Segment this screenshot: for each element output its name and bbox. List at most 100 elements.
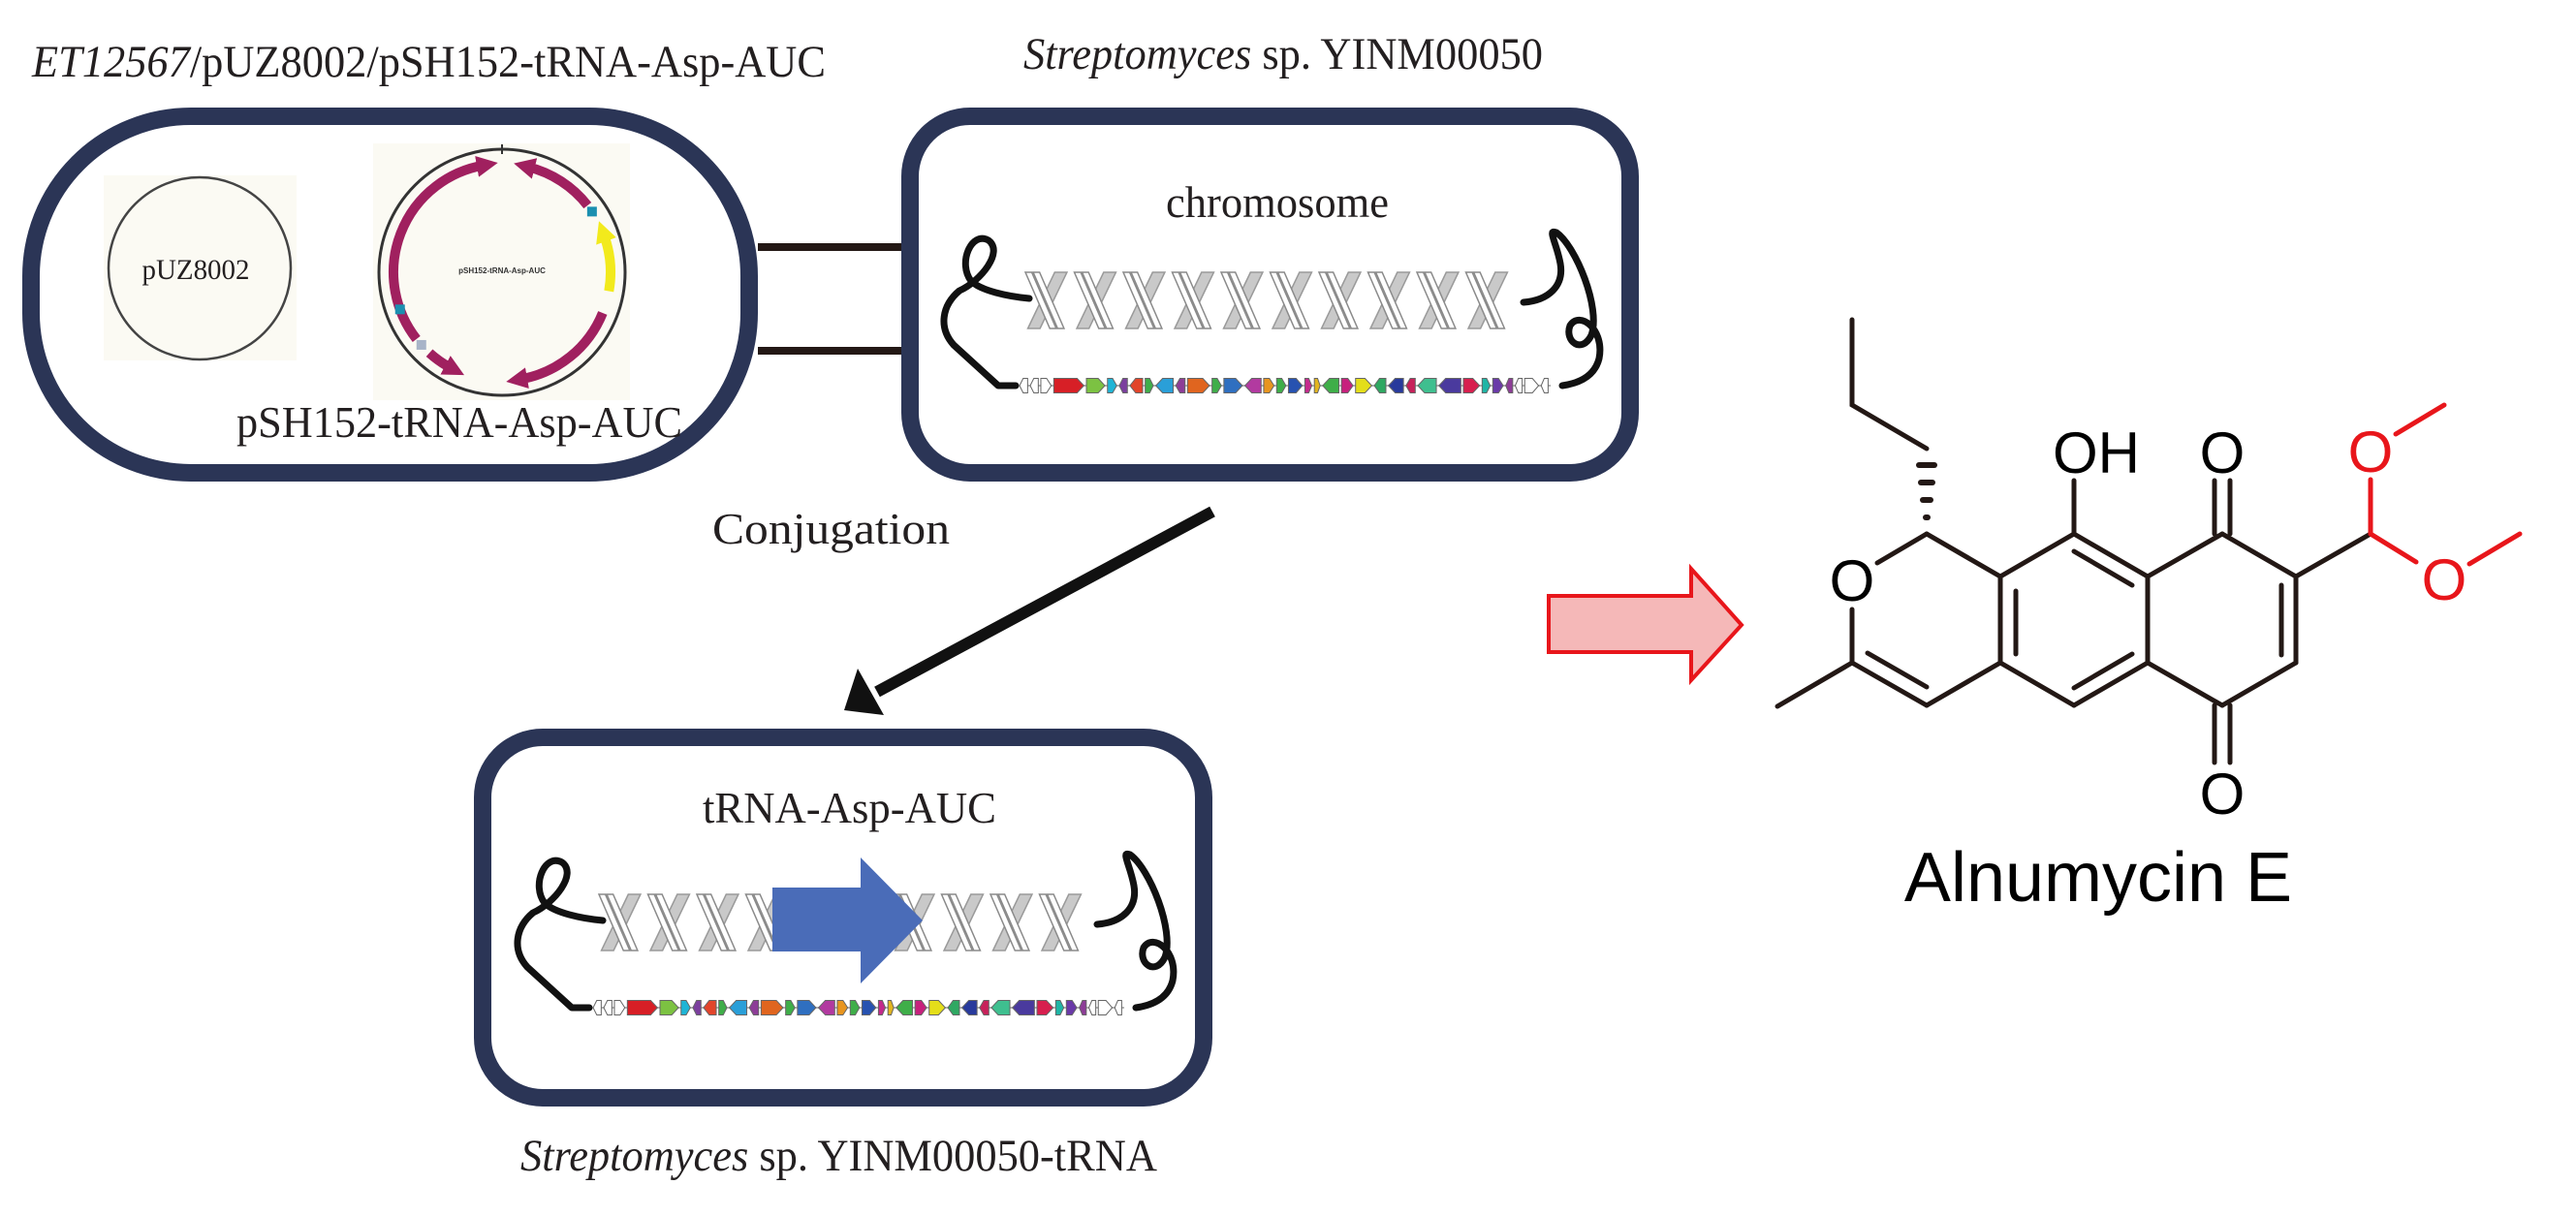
gene-arrow [703,1000,717,1015]
gene-arrow [887,1000,895,1015]
gene-arrow [1373,378,1387,393]
gene-arrow [861,1000,877,1015]
gene-arrow [1387,378,1404,393]
conjugation-arrow-shaft [874,506,1215,698]
helix-front-strand [1023,271,1057,329]
helix-front-strand [1276,271,1310,329]
engineered-genus: Streptomyces [520,1131,748,1181]
gene-arrow [1481,378,1492,393]
helix-front-strand [654,893,688,951]
gene-arrow [1154,378,1175,393]
gene-arrow [760,1000,784,1015]
gene-arrow [1085,378,1106,393]
plasmid-puz8002-circle [107,175,293,361]
helix-front-strand [1367,271,1400,329]
atom-oxygen-carbonyl-bottom: O [2200,762,2246,826]
gene-arrow [1114,1000,1122,1015]
dna-helix [1023,271,1509,329]
gene-arrow [1322,378,1340,393]
gene-arrow [785,1000,796,1015]
plasmid-feature-arc [425,349,465,376]
helix-front-strand [646,893,680,951]
gene-arrow [659,1000,679,1015]
gene-arrow [718,1000,728,1015]
dna-strand-right [1520,228,1604,390]
helix-front-strand [1415,271,1449,329]
gene-arrow [1211,378,1222,393]
gene-arrow [603,1000,613,1015]
plasmid-vector-label: pSH152-tRNA-Asp-AUC [236,397,682,447]
gene-arrow [1040,378,1052,393]
chromosome-graphic [940,228,1604,393]
gene-arrow [979,1000,990,1015]
helix-front-strand [1121,271,1155,329]
gene-arrow [895,1000,914,1015]
gene-arrow [748,1000,760,1015]
propyl-chain [1849,317,1930,452]
helix-front-strand [1219,271,1253,329]
gene-arrow [1223,378,1243,393]
gene-arrow [1065,1000,1078,1015]
gene-arrow [1129,378,1144,393]
helix-front-strand [1423,271,1458,329]
helix-front-strand [989,893,1022,951]
gene-arrow [928,1000,947,1015]
gene-arrow [1107,378,1117,393]
hashed-wedge-bond [1916,462,1937,520]
recipient-strain-id: sp. YINM00050 [1251,29,1543,79]
conjugation-label: Conjugation [712,504,950,553]
gene-arrow [626,1000,659,1015]
gene-arrow [1079,1000,1087,1015]
helix-front-strand [695,893,729,951]
helix-front-strand [597,893,631,951]
plasmid-feature-arc [506,311,608,389]
helix-front-strand [1464,271,1498,329]
gene-arrow [1243,378,1262,393]
gene-arrow [1036,1000,1054,1015]
helix-front-strand [1171,271,1205,329]
gene-arrow [1275,378,1287,393]
gene-arrow [1263,378,1275,393]
plasmid-site-marker [394,304,405,315]
gene-arrow [1304,378,1313,393]
plasmid-marker-arc [596,221,616,293]
gene-arrow [960,1000,978,1015]
atom-hydroxyl: OH [2053,421,2140,485]
chromosome-label: chromosome [1166,177,1389,227]
gene-arrow [728,1000,748,1015]
plasmid-puz8002-label: pUZ8002 [142,254,250,286]
helix-front-strand [948,893,982,951]
gene-cluster [592,1000,1124,1015]
plasmid-map-psh152: pSH152-tRNA-Asp-AUC [373,143,630,400]
helix-front-strand [1472,271,1506,329]
gene-arrow [692,1000,702,1015]
product-arrow [1547,563,1744,686]
gene-arrow [1175,378,1186,393]
atom-oxygen-ring: O [1830,548,1875,613]
helix-front-strand [605,893,640,951]
gene-arrow [680,1000,691,1015]
recipient-genus: Streptomyces [1023,29,1251,79]
engineered-strain-id: sp. YINM00050-tRNA [748,1131,1157,1181]
dna-strand-left [514,857,607,1012]
gene-arrow [1505,378,1514,393]
gene-arrow [836,1000,849,1015]
recipient-strain-title: Streptomyces sp. YINM00050 [1023,29,1543,79]
dimethyl-acetal-group [2368,402,2523,567]
gene-arrow [947,1000,960,1015]
helix-front-strand [1374,271,1408,329]
gene-arrow [817,1000,835,1015]
gene-arrow [1405,378,1416,393]
plasmid-site-marker [416,339,426,350]
helix-front-strand [1038,893,1072,951]
gene-arrow [1029,378,1039,393]
gene-arrow [1313,378,1321,393]
alnumycin-e-structure: OH O O O O O [1775,317,2523,826]
gene-arrow [1087,1000,1097,1015]
conjugation-arrow [844,506,1215,715]
gene-arrow [1118,378,1128,393]
gene-arrow [592,1000,602,1015]
atom-oxygen-acetal-2: O [2422,547,2467,612]
